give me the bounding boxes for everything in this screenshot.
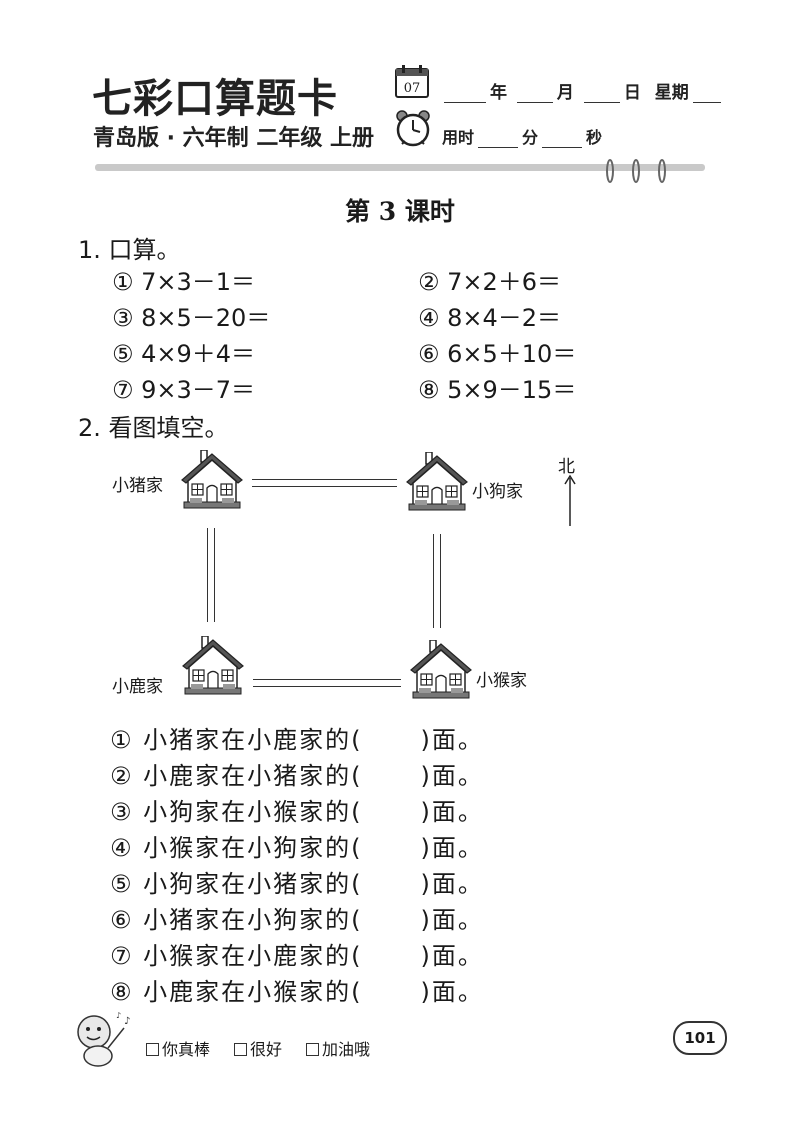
fill-item: ⑧ 小鹿家在小猴家的( )面。	[110, 972, 484, 1007]
eval-option[interactable]: 很好	[234, 1036, 282, 1060]
week-blank[interactable]	[692, 101, 721, 103]
fill-suffix: )面。	[420, 834, 484, 862]
day-label: 日	[623, 83, 641, 103]
day-blank[interactable]	[583, 101, 620, 103]
dog-house-label: 小狗家	[472, 482, 523, 502]
north-arrow-icon	[564, 474, 576, 526]
calc-item: ⑦ 9×3－7＝	[112, 376, 256, 404]
dog-house-icon	[406, 452, 468, 511]
calc-item: ③ 8×5－20＝	[112, 304, 271, 332]
eval-option[interactable]: 加油哦	[306, 1036, 370, 1060]
north-label: 北	[558, 457, 575, 477]
q2-heading: 2. 看图填空。	[78, 414, 229, 442]
fill-item: ③ 小狗家在小猴家的( )面。	[110, 792, 484, 827]
calendar-icon: 07	[395, 65, 429, 98]
road-bottom	[253, 679, 401, 687]
fill-item: ② 小鹿家在小猪家的( )面。	[110, 756, 484, 791]
fill-item: ① 小猪家在小鹿家的( )面。	[110, 720, 484, 755]
calc-item: ⑤ 4×9＋4＝	[112, 340, 256, 368]
calc-item: ② 7×2＋6＝	[418, 268, 562, 296]
calc-item: ① 7×3－1＝	[112, 268, 256, 296]
monkey-house-icon	[410, 640, 472, 699]
fill-prefix: ⑥ 小猪家在小狗家的(	[110, 906, 363, 934]
deer-house-label: 小鹿家	[112, 677, 163, 697]
calc-item: ④ 8×4－2＝	[418, 304, 562, 332]
mascot-icon: ♪ ♪	[77, 1011, 130, 1067]
date-fields: 年 月 日 星期	[440, 78, 725, 103]
pig-house-icon	[181, 450, 243, 509]
q1-heading: 1. 口算。	[78, 236, 181, 264]
fill-item: ⑤ 小狗家在小猪家的( )面。	[110, 864, 484, 899]
binder-rings-icon	[606, 159, 666, 183]
edition-subtitle: 青岛版 · 六年制 二年级 上册	[93, 126, 374, 151]
fill-item: ⑥ 小猪家在小狗家的( )面。	[110, 900, 484, 935]
month-blank[interactable]	[516, 101, 553, 103]
pig-house-label: 小猪家	[112, 476, 163, 496]
calc-item: ⑥ 6×5＋10＝	[418, 340, 577, 368]
road-top	[252, 479, 397, 487]
svg-text:♪: ♪	[116, 1011, 121, 1020]
calc-item: ⑧ 5×9－15＝	[418, 376, 577, 404]
fill-prefix: ④ 小猴家在小狗家的(	[110, 834, 363, 862]
fill-prefix: ③ 小狗家在小猴家的(	[110, 798, 363, 826]
fill-suffix: )面。	[420, 942, 484, 970]
fill-item: ④ 小猴家在小狗家的( )面。	[110, 828, 484, 863]
eval-option-label: 加油哦	[322, 1040, 371, 1059]
fill-item: ⑦ 小猴家在小鹿家的( )面。	[110, 936, 484, 971]
calendar-day: 07	[404, 81, 421, 96]
road-right	[433, 534, 441, 628]
fill-suffix: )面。	[420, 978, 484, 1006]
header-divider	[95, 164, 705, 171]
fill-prefix: ⑧ 小鹿家在小猴家的(	[110, 978, 363, 1006]
svg-text:♪: ♪	[124, 1016, 130, 1027]
month-label: 月	[556, 83, 574, 103]
fill-suffix: )面。	[420, 870, 484, 898]
checkbox[interactable]	[146, 1043, 159, 1056]
fill-suffix: )面。	[420, 726, 484, 754]
road-left	[207, 528, 215, 622]
checkbox[interactable]	[306, 1043, 319, 1056]
checkbox[interactable]	[234, 1043, 247, 1056]
minutes-blank[interactable]	[478, 146, 519, 148]
monkey-house-label: 小猴家	[476, 671, 527, 691]
time-fields: 用时 分 秒	[442, 124, 602, 148]
year-blank[interactable]	[444, 101, 486, 103]
fill-prefix: ⑦ 小猴家在小鹿家的(	[110, 942, 363, 970]
fill-suffix: )面。	[420, 798, 484, 826]
seconds-label: 秒	[586, 128, 603, 147]
eval-option-label: 很好	[250, 1040, 283, 1059]
week-label: 星期	[654, 83, 689, 103]
minutes-label: 分	[522, 128, 539, 147]
fill-prefix: ⑤ 小狗家在小猪家的(	[110, 870, 363, 898]
fill-prefix: ① 小猪家在小鹿家的(	[110, 726, 363, 754]
seconds-blank[interactable]	[542, 146, 583, 148]
fill-suffix: )面。	[420, 762, 484, 790]
brand-title: 七彩口算题卡	[92, 76, 338, 122]
time-label: 用时	[442, 128, 475, 147]
page-number: 101	[673, 1021, 727, 1055]
fill-prefix: ② 小鹿家在小猪家的(	[110, 762, 363, 790]
lesson-title: 第 3 课时	[345, 197, 455, 226]
deer-house-icon	[182, 636, 244, 695]
year-label: 年	[490, 83, 507, 103]
eval-option[interactable]: 你真棒	[146, 1036, 210, 1060]
eval-option-label: 你真棒	[162, 1040, 211, 1059]
alarm-clock-icon	[396, 110, 430, 147]
fill-suffix: )面。	[420, 906, 484, 934]
